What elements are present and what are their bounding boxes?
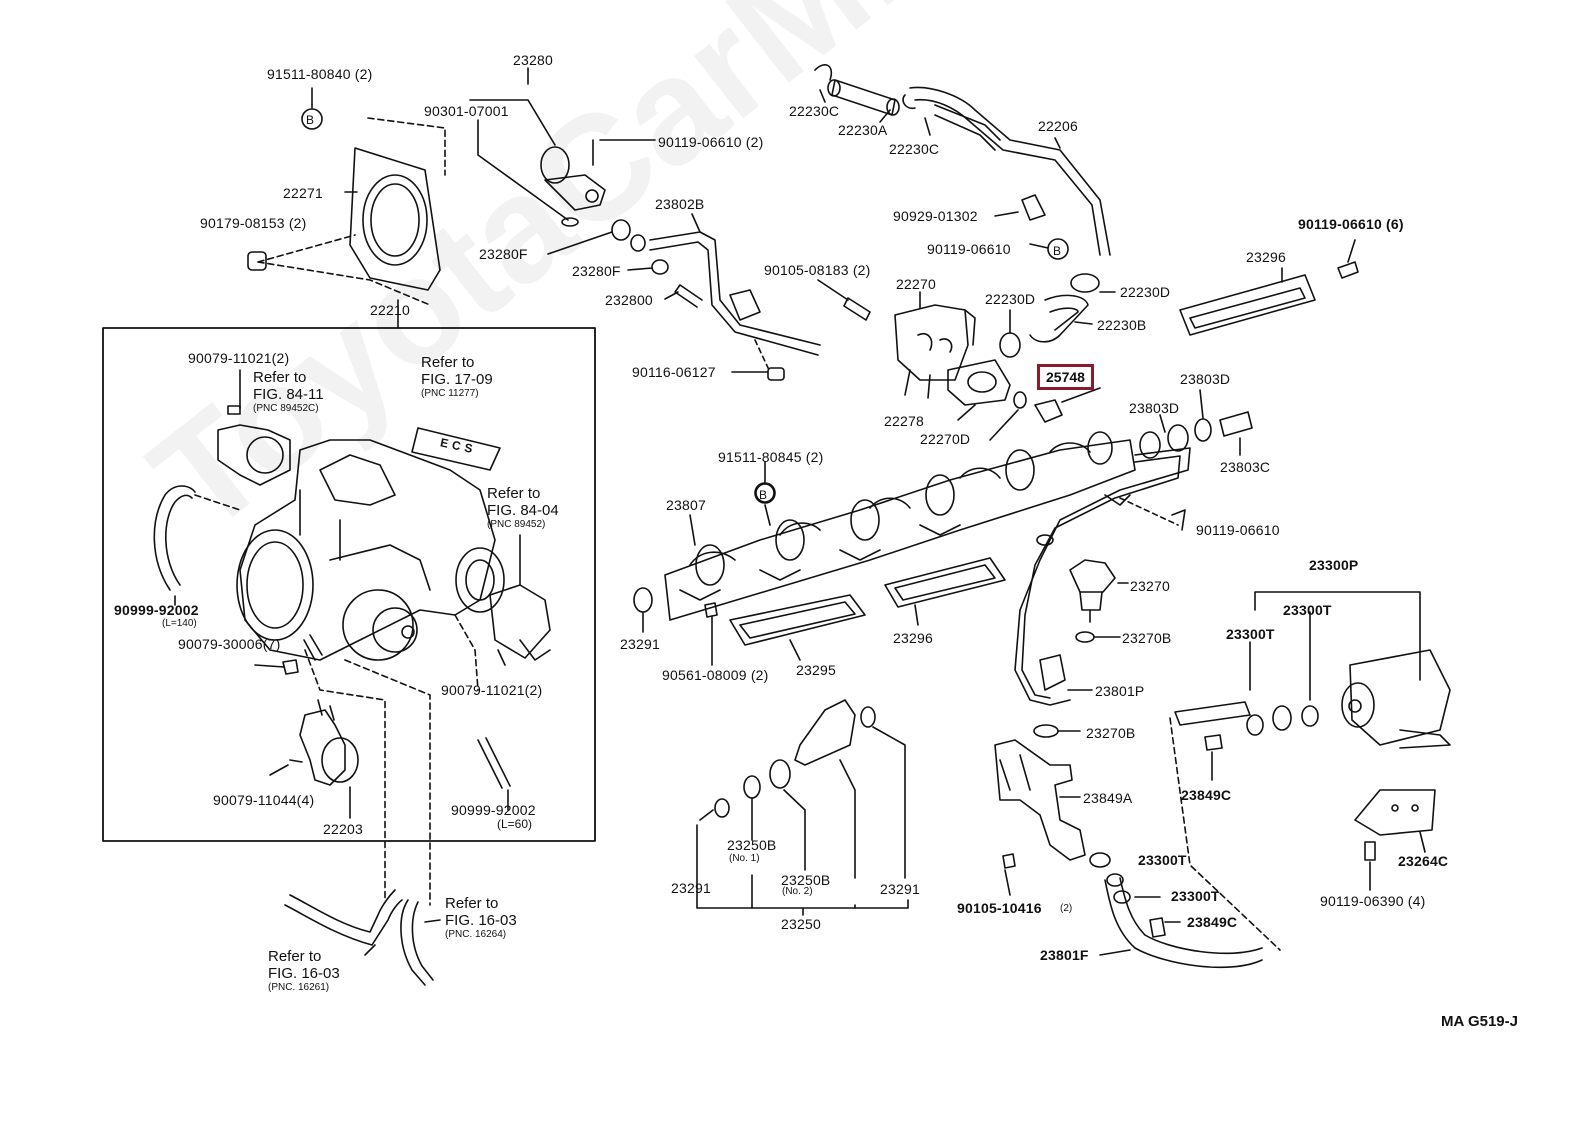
reference-fig-17-09: Refer to FIG. 17-09 (PNC 11277) (421, 354, 493, 399)
label-23300t-d: 23300T (1171, 888, 1220, 904)
label-22271: 22271 (283, 185, 323, 201)
label-23291-a: 23291 (620, 636, 660, 652)
label-90999-92002-a: 90999-92002 (114, 602, 199, 618)
label-91511-80840: 91511-80840 (2) (267, 66, 373, 82)
label-23801f: 23801F (1040, 947, 1089, 963)
label-22206: 22206 (1038, 118, 1078, 134)
label-23291-c: 23291 (880, 881, 920, 897)
label-90105-10416-qty: (2) (1060, 903, 1073, 914)
callout-b-3: B (759, 488, 768, 502)
reference-fig-16-03-b: Refer to FIG. 16-03 (PNC. 16261) (268, 948, 340, 993)
label-90119-06610-c: 90119-06610 (1196, 522, 1280, 538)
callout-b-1: B (306, 113, 315, 127)
label-23270: 23270 (1130, 578, 1170, 594)
label-l140: (L=140) (162, 618, 197, 629)
label-90079-11044: 90079-11044(4) (213, 792, 315, 808)
label-23280: 23280 (513, 52, 553, 68)
ecs-label-plate (411, 427, 501, 471)
label-91511-80845: 91511-80845 (2) (718, 449, 824, 465)
label-22230d-a: 22230D (985, 291, 1036, 307)
callout-b-2: B (1053, 244, 1062, 258)
label-90119-06610-b: 90119-06610 (927, 241, 1011, 257)
label-23849a: 23849A (1083, 790, 1133, 806)
label-l60: (L=60) (497, 817, 533, 831)
reference-fig-16-03-a: Refer to FIG. 16-03 (PNC. 16264) (445, 895, 517, 940)
reference-fig-84-04: Refer to FIG. 84-04 (PNC 89452) (487, 485, 559, 530)
label-232800: 232800 (605, 292, 653, 308)
label-23280f-b: 23280F (572, 263, 621, 279)
label-22230b: 22230B (1097, 317, 1147, 333)
label-90301-07001: 90301-07001 (424, 103, 509, 119)
label-22203: 22203 (323, 821, 363, 837)
label-23296-b: 23296 (893, 630, 933, 646)
label-22278: 22278 (884, 413, 924, 429)
label-23803d-a: 23803D (1180, 371, 1231, 387)
throttle-body-22210 (236, 439, 505, 661)
label-90179-08153: 90179-08153 (2) (200, 215, 307, 231)
label-23250: 23250 (781, 916, 821, 932)
label-23803d-b: 23803D (1129, 400, 1180, 416)
label-23296-a: 23296 (1246, 249, 1286, 265)
label-no1: (No. 1) (729, 853, 760, 864)
diagram-code: MA G519-J (1441, 1013, 1518, 1030)
label-23300t-c: 23300T (1138, 852, 1187, 868)
label-23280f-a: 23280F (479, 246, 528, 262)
label-23849c-a: 23849C (1181, 787, 1232, 803)
delivery-pipe-23807 (664, 431, 1136, 621)
label-90116-06127: 90116-06127 (632, 364, 716, 380)
label-90119-06610-6: 90119-06610 (6) (1298, 216, 1404, 232)
label-22210: 22210 (370, 302, 410, 318)
label-23802b: 23802B (655, 196, 705, 212)
label-23300t-a: 23300T (1283, 602, 1332, 618)
label-90999-92002-b: 90999-92002 (451, 802, 536, 818)
label-23300t-b: 23300T (1226, 626, 1275, 642)
label-90105-08183: 90105-08183 (2) (764, 262, 871, 278)
label-22230c-b: 22230C (889, 141, 940, 157)
label-23250b-2: 23250B (781, 872, 831, 888)
label-23295: 23295 (796, 662, 836, 678)
label-23270b-a: 23270B (1122, 630, 1172, 646)
label-23300p: 23300P (1309, 557, 1359, 573)
label-90079-30006: 90079-30006(7) (178, 636, 281, 652)
label-no2: (No. 2) (782, 886, 813, 897)
reference-fig-84-11: Refer to FIG. 84-11 (PNC 89452C) (253, 369, 324, 414)
label-23270b-b: 23270B (1086, 725, 1136, 741)
label-90561-08009: 90561-08009 (2) (662, 667, 769, 683)
label-22230d-b: 22230D (1120, 284, 1171, 300)
label-22270: 22270 (896, 276, 936, 292)
label-23801p: 23801P (1095, 683, 1145, 699)
highlighted-part-25748[interactable]: 25748 (1037, 364, 1094, 390)
label-23807: 23807 (666, 497, 706, 513)
label-90929-01302: 90929-01302 (893, 208, 978, 224)
label-23264c: 23264C (1398, 853, 1449, 869)
label-23849c-b: 23849C (1187, 914, 1238, 930)
label-90105-10416: 90105-10416 (957, 900, 1042, 916)
gasket-22271 (349, 147, 441, 291)
label-90119-06390: 90119-06390 (4) (1320, 893, 1426, 909)
label-22230c-a: 22230C (789, 103, 840, 119)
label-90079-11021-a: 90079-11021(2) (188, 350, 290, 366)
label-90079-11021-b: 90079-11021(2) (441, 682, 543, 698)
label-23803c: 23803C (1220, 459, 1271, 475)
label-22270d: 22270D (920, 431, 971, 447)
label-23250b-1: 23250B (727, 837, 777, 853)
label-22230a: 22230A (838, 122, 888, 138)
label-23291-b: 23291 (671, 880, 711, 896)
throttle-body-group-frame (102, 327, 596, 842)
label-90119-06610-2: 90119-06610 (2) (658, 134, 764, 150)
